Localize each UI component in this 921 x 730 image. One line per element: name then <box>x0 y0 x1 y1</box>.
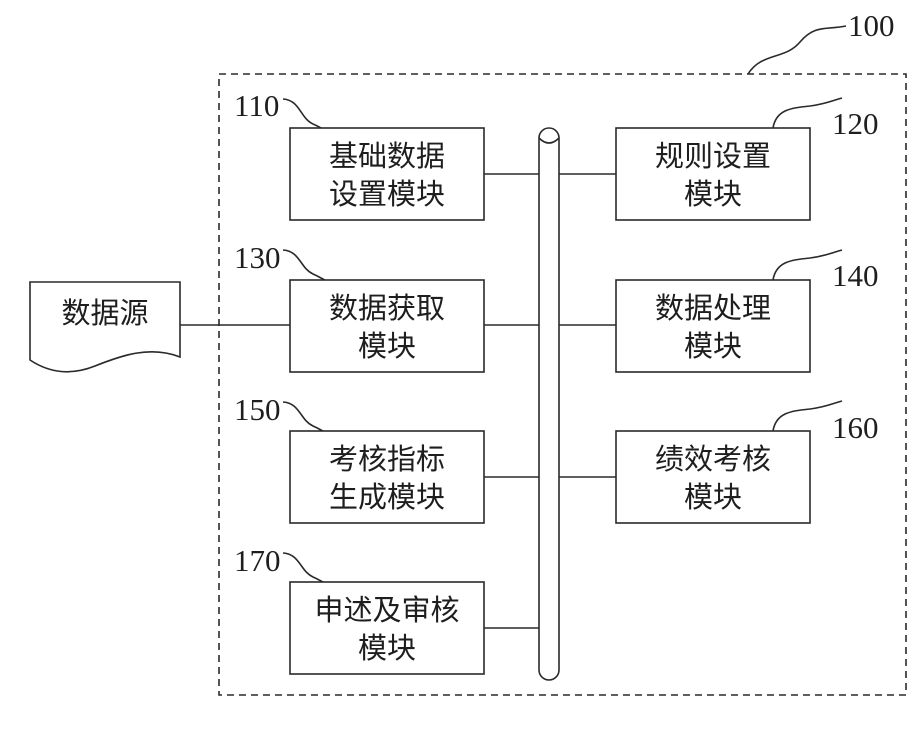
ref-label-130: 130 <box>234 240 281 275</box>
data-source-label: 数据源 <box>61 296 148 330</box>
module-130-line1: 数据获取 <box>329 291 445 325</box>
module-130-line2: 模块 <box>358 329 416 363</box>
system-ref-label: 100 <box>848 8 895 43</box>
ref-label-120: 120 <box>832 106 879 141</box>
ref-label-170: 170 <box>234 543 281 578</box>
central-bus <box>539 128 559 680</box>
ref-label-150: 150 <box>234 392 281 427</box>
module-170-line1: 申述及审核 <box>314 593 459 627</box>
module-140-line1: 数据处理 <box>655 291 771 325</box>
module-160-line2: 模块 <box>684 480 742 514</box>
ref-label-110: 110 <box>234 88 279 123</box>
module-110-line2: 设置模块 <box>329 177 445 211</box>
ref-leader-110 <box>283 99 327 131</box>
module-170-line2: 模块 <box>358 631 416 665</box>
module-160-line1: 绩效考核 <box>655 442 771 476</box>
module-150-line2: 生成模块 <box>329 480 445 514</box>
module-110-line1: 基础数据 <box>329 139 445 173</box>
module-150-line1: 考核指标 <box>329 442 445 476</box>
ref-leader-130 <box>283 250 327 281</box>
ref-label-140: 140 <box>832 258 879 293</box>
ref-leader-170 <box>283 553 327 584</box>
module-120-line2: 模块 <box>684 177 742 211</box>
module-120-line1: 规则设置 <box>655 139 771 173</box>
system-ref-leader <box>748 26 846 74</box>
ref-label-160: 160 <box>832 410 879 445</box>
ref-leader-150 <box>283 402 327 433</box>
module-140-line2: 模块 <box>684 329 742 363</box>
